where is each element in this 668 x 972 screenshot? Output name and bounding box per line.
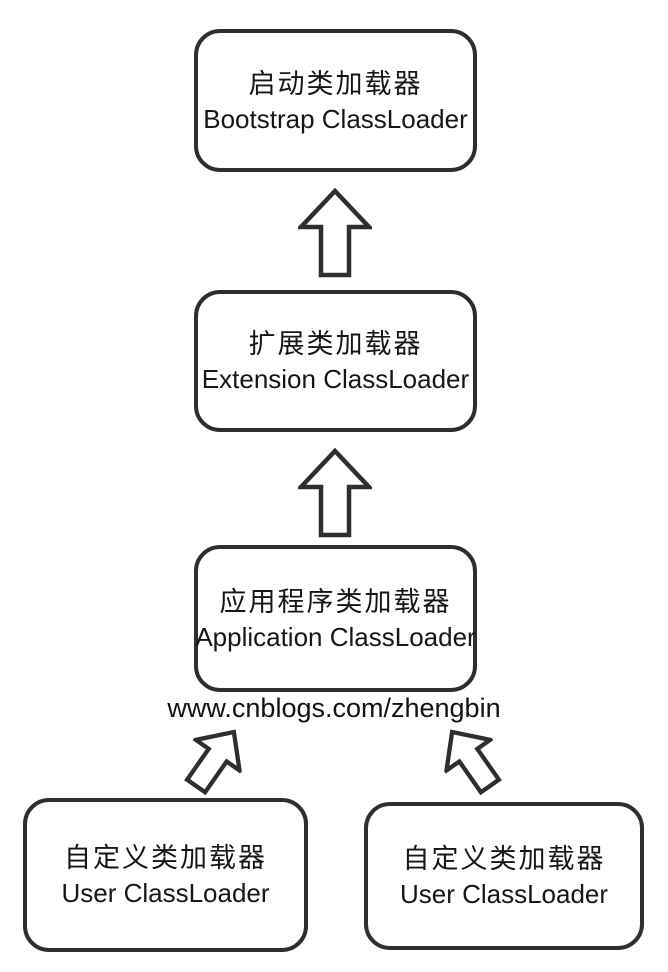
user-left-label-en: User ClassLoader: [61, 878, 270, 908]
application-label-en: Application ClassLoader: [195, 621, 476, 652]
node-application-classloader: 应用程序类加载器 Application ClassLoader: [194, 545, 477, 692]
user-right-label-en: User ClassLoader: [399, 879, 609, 909]
watermark-text: www.cnblogs.com/zhengbin: [167, 693, 501, 723]
bootstrap-label-zh: 启动类加载器: [248, 68, 423, 99]
node-user-classloader-right: 自定义类加载器 User ClassLoader: [364, 802, 644, 950]
user-right-label-zh: 自定义类加载器: [402, 844, 606, 874]
arrow-up-icon: [298, 188, 372, 278]
bootstrap-label-en: Bootstrap ClassLoader: [203, 103, 468, 134]
extension-label-en: Extension ClassLoader: [201, 364, 470, 394]
extension-label-zh: 扩展类加载器: [248, 329, 423, 359]
user-left-label-zh: 自定义类加载器: [64, 843, 267, 873]
arrow-up-right-icon: [184, 729, 243, 796]
arrow-up-right-icon: [184, 722, 244, 796]
application-label-zh: 应用程序类加载器: [219, 586, 452, 617]
arrow-up-left-icon: [443, 729, 502, 796]
node-user-classloader-left: 自定义类加载器 User ClassLoader: [23, 798, 308, 952]
arrow-up-icon: [298, 188, 372, 278]
node-extension-classloader: 扩展类加载器 Extension ClassLoader: [194, 290, 477, 432]
arrow-up-left-icon: [442, 722, 502, 796]
arrow-up-icon: [298, 448, 372, 538]
arrow-up-icon: [298, 448, 372, 538]
node-bootstrap-classloader: 启动类加载器 Bootstrap ClassLoader: [194, 29, 477, 172]
